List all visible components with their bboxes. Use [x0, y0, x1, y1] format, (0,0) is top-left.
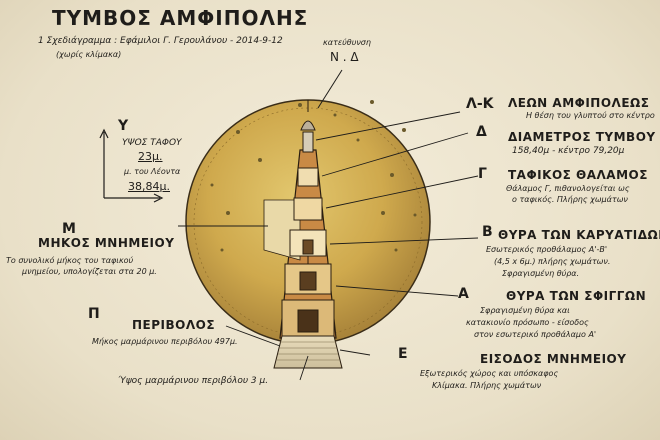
label-title-enclosure: ΠΕΡΙΒΟΛΟΣ: [132, 318, 216, 332]
label-title-caryatids-gate: ΘΥΡΑ ΤΩΝ ΚΑΡΥΑΤΙΔΩΝ: [498, 228, 660, 242]
label-desc-sphinx-2: κατακιονίο πρόσωπο - είσοδος: [466, 318, 589, 327]
label-desc-enclosure-length: Μήκος μαρμάρινου περιβόλου 497μ.: [92, 337, 238, 346]
entrance-ramp: [273, 335, 343, 369]
label-title-burial-chamber: ΤΑΦΙΚΟΣ ΘΑΛΑΜΟΣ: [508, 168, 648, 182]
height-note: μ. του Λέοντα: [124, 167, 181, 176]
label-desc-burial-chamber-1: Θάλαμος Γ, πιθανολογείται ως: [506, 184, 630, 193]
subtitle: 1 Σχεδιάγραμμα : Εφάμιλοι Γ. Γερουλάνου …: [38, 36, 283, 46]
north-label: κατεύθυνση: [323, 38, 371, 47]
subtitle-note: (χωρίς κλίμακα): [56, 50, 122, 59]
label-letter-lk: Λ-Κ: [466, 96, 494, 112]
label-title-monument-length: ΜΗΚΟΣ ΜΝΗΜΕΙΟΥ: [38, 236, 175, 250]
label-desc-entrance-2: Κλίμακα. Πλήρης χωμάτων: [432, 381, 542, 390]
mound-speckles: [210, 100, 417, 252]
label-desc-caryatids-3: Σφραγισμένη θύρα.: [502, 269, 580, 278]
height-value-2: 38,84μ.: [128, 180, 170, 193]
height-value: 23μ.: [138, 150, 163, 163]
label-desc-caryatids-1: Εσωτερικός προθάλαμος Α'-Β': [486, 245, 608, 254]
label-letter-a: Α: [458, 286, 469, 302]
label-desc-diameter: 158,40μ - κέντρο 79,20μ: [512, 146, 625, 156]
ramp-steps: [277, 341, 339, 361]
label-letter-p: Π: [88, 306, 100, 322]
height-label: ΥΨΟΣ ΤΑΦΟΥ: [122, 138, 182, 148]
label-title-sphinx-gate: ΘΥΡΑ ΤΩΝ ΣΦΙΓΓΩΝ: [506, 289, 647, 303]
label-title-lion: ΛΕΩΝ ΑΜΦΙΠΟΛΕΩΣ: [508, 96, 650, 110]
label-letter-b: Β: [482, 224, 493, 240]
height-arrow: [99, 128, 164, 203]
label-letter-m: Μ: [62, 221, 76, 237]
label-desc-lion: Η θέση του γλυπτού στο κέντρο: [526, 111, 655, 120]
label-letter-g: Γ: [478, 166, 487, 182]
label-desc-burial-chamber-2: ο ταφικός. Πλήρης χωμάτων: [512, 195, 628, 204]
label-letter-d: Δ: [476, 124, 487, 140]
label-desc-monument-length-1: Το συνολικό μήκος του ταφικού: [6, 256, 134, 265]
leader-lines: [178, 111, 479, 381]
page-title: ΤΥΜΒΟΣ ΑΜΦΙΠΟΛΗΣ: [52, 6, 309, 30]
label-title-entrance: ΕΙΣΟΔΟΣ ΜΝΗΜΕΙΟΥ: [480, 352, 627, 366]
label-desc-entrance-1: Εξωτερικός χώρος και υπόσκαφος: [420, 369, 559, 378]
label-title-diameter: ΔΙΑΜΕΤΡΟΣ ΤΥΜΒΟΥ: [508, 130, 656, 144]
label-desc-enclosure-height: Ύψος μαρμάρινου περιβόλου 3 μ.: [118, 376, 269, 386]
label-desc-sphinx-1: Σφραγισμένη θύρα και: [480, 306, 570, 315]
label-desc-monument-length-2: μνημείου, υπολογίζεται στα 20 μ.: [22, 267, 157, 276]
height-axis-letter: Υ: [118, 118, 129, 134]
label-letter-e: Ε: [398, 346, 408, 362]
north-indicator: [317, 69, 343, 109]
label-desc-caryatids-2: (4,5 x 6μ.) πλήρης χωμάτων.: [494, 257, 611, 266]
north-value: Ν . Δ: [330, 50, 359, 64]
label-desc-sphinx-3: στον εσωτερικό προθάλαμο Α': [474, 330, 597, 339]
lion-statue: [300, 100, 316, 153]
